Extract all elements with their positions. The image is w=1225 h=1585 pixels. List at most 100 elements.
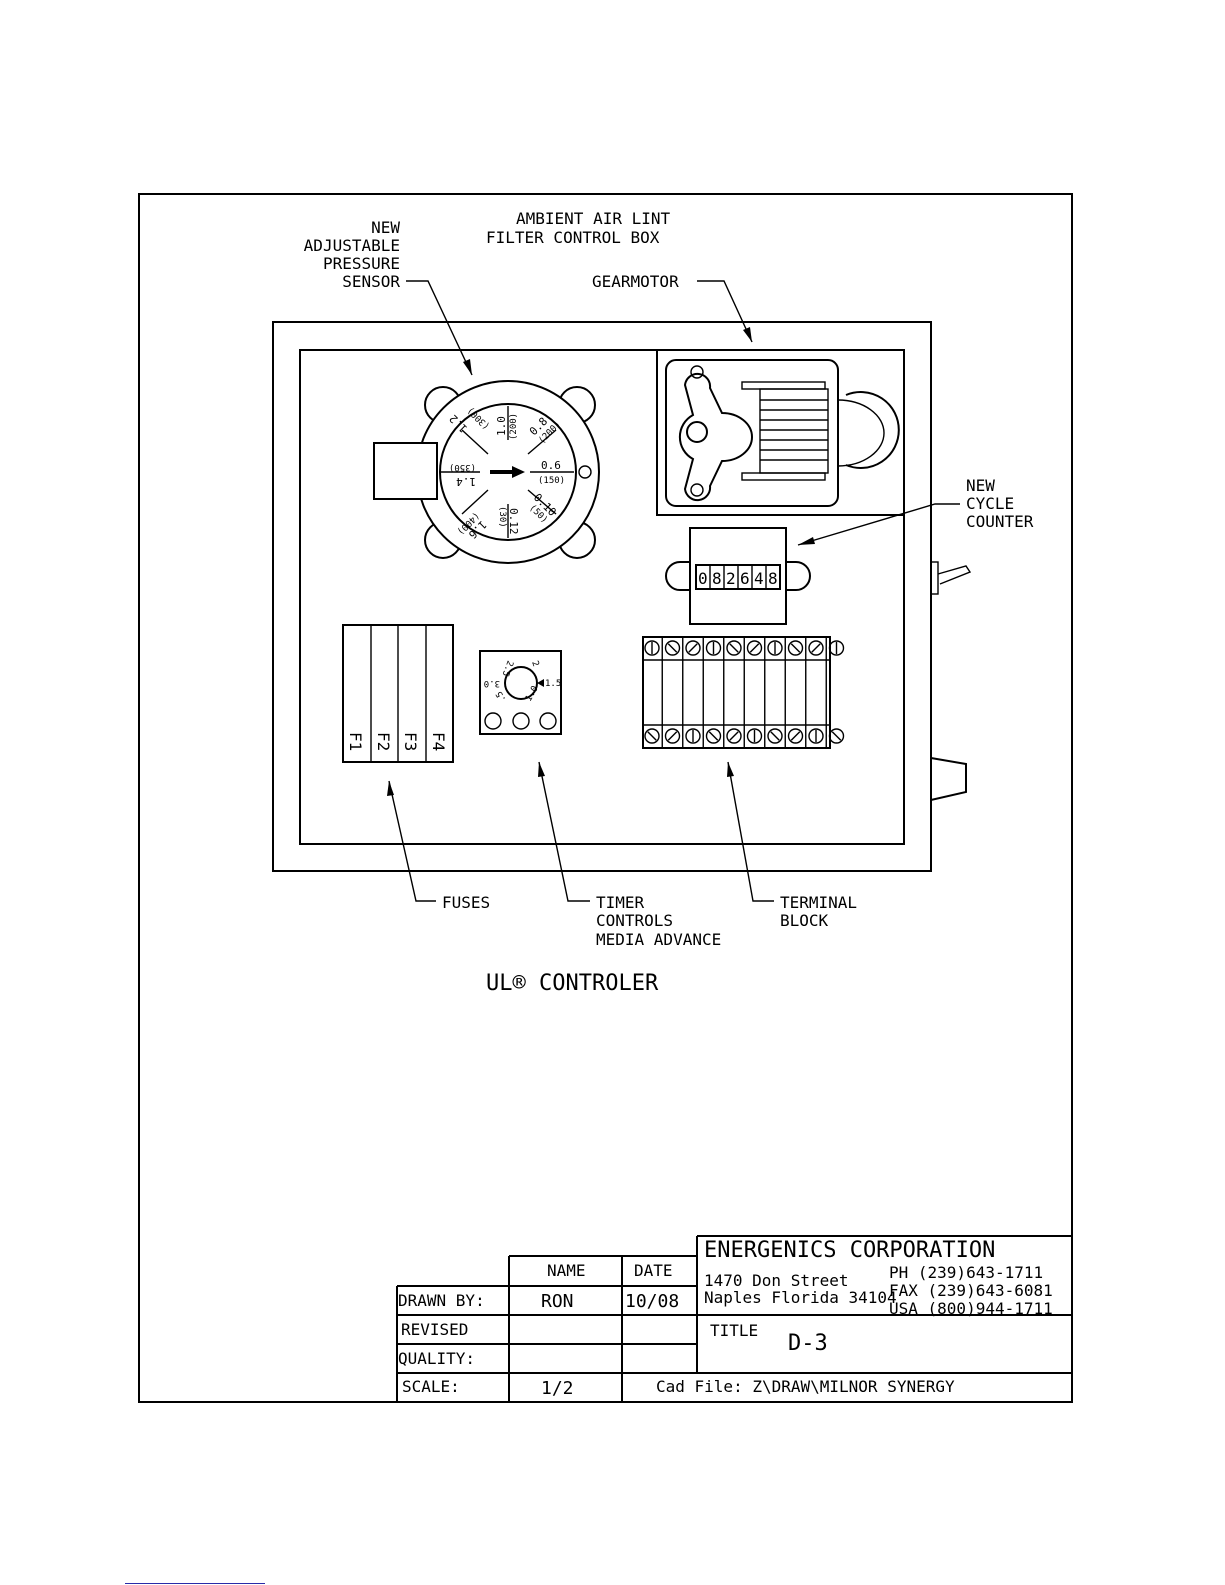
callout-fuses: FUSES <box>442 893 490 912</box>
callout-counter-line-2: CYCLE <box>966 494 1014 513</box>
leader-fuses <box>388 780 436 902</box>
callout-timer-line-1: TIMER <box>596 893 645 912</box>
terminal-screw <box>685 640 701 656</box>
control-box-panel <box>299 349 905 845</box>
address-line-1: 1470 Don Street <box>704 1271 849 1290</box>
terminal-screw <box>808 640 824 656</box>
timer-mark: .5 <box>495 689 509 703</box>
timer-mark: 2.5 <box>500 659 515 678</box>
fuse-label: F2 <box>374 732 393 751</box>
arrowhead-terminal <box>727 762 734 777</box>
counter-digit: 8 <box>768 569 778 588</box>
timer-mark: 1.5 <box>545 679 561 689</box>
arrowhead-sensor <box>463 359 472 375</box>
column-header-name: NAME <box>547 1261 586 1280</box>
footer-rule <box>125 1583 265 1584</box>
gauge-mark-0-6: 0.6 <box>541 459 561 472</box>
timer-mark: 2 <box>529 660 540 669</box>
timer-mark: 3.0 <box>484 678 500 688</box>
fax-number: FAX (239)643-6081 <box>889 1281 1053 1300</box>
quality-label: QUALITY: <box>398 1349 475 1368</box>
terminal-screw <box>787 640 804 656</box>
leader-gearmotor <box>697 280 753 343</box>
side-connector <box>930 756 967 802</box>
pressure-sensor-gauge <box>373 380 600 564</box>
fuse-label: F1 <box>346 732 365 751</box>
terminal-screw <box>705 728 722 744</box>
callout-counter-line-3: COUNTER <box>966 512 1034 531</box>
terminal-screw <box>787 728 804 744</box>
terminal-screw <box>767 728 783 744</box>
leader-timer <box>538 761 590 902</box>
counter-digit: 4 <box>754 569 764 588</box>
gauge-mark-1-4: 1.4 <box>456 475 476 488</box>
title-block <box>396 1235 1072 1402</box>
drawing-title-line-1: AMBIENT AIR LINT <box>516 209 670 228</box>
title-label: TITLE <box>710 1321 758 1340</box>
timer-mark: 1.0 <box>524 684 541 703</box>
control-box-outer <box>272 321 932 872</box>
terminal-block <box>642 636 845 749</box>
drawn-by-name: RON <box>541 1291 574 1312</box>
gearmotor <box>656 349 905 516</box>
terminal-screw <box>746 640 763 656</box>
drawn-by-label: DRAWN BY: <box>398 1291 485 1310</box>
counter-digit: 6 <box>740 569 750 588</box>
gauge-mark-0-12: 0.12 <box>507 508 520 535</box>
callout-sensor-line-1: NEW <box>371 218 400 237</box>
terminal-screw <box>746 728 763 744</box>
address-line-2: Naples Florida 34104 <box>704 1288 897 1307</box>
arrowhead-fuses <box>387 781 394 796</box>
usa-number: USA (800)944-1711 <box>889 1299 1053 1318</box>
callout-sensor-line-3: PRESSURE <box>323 254 400 273</box>
terminal-screw <box>828 728 845 744</box>
terminal-screw <box>828 640 845 656</box>
counter-digit: 2 <box>726 569 736 588</box>
leader-counter <box>797 503 960 546</box>
gauge-alt-0-12: (30) <box>497 506 507 528</box>
gauge-alt-1-0: (200) <box>509 413 519 440</box>
arrowhead-counter <box>798 537 815 545</box>
terminal-screw <box>705 640 722 656</box>
leader-terminal <box>727 761 774 902</box>
terminal-screw <box>808 728 824 744</box>
callout-timer-line-3: MEDIA ADVANCE <box>596 930 721 949</box>
counter-digit: 8 <box>712 569 722 588</box>
callout-sensor-line-2: ADJUSTABLE <box>304 236 400 255</box>
drawing-number: D-3 <box>788 1331 828 1356</box>
terminal-screw <box>726 640 742 656</box>
arrowhead-timer <box>538 762 545 777</box>
cad-file-path: Cad File: Z\DRAW\MILNOR SYNERGY <box>656 1377 955 1396</box>
timer-module <box>479 650 562 735</box>
callout-timer-line-2: CONTROLS <box>596 911 673 930</box>
scale-value: 1/2 <box>541 1378 574 1399</box>
gauge-alt-0-6: (150) <box>538 476 565 486</box>
terminal-screw <box>644 640 660 656</box>
callout-terminal-line-2: BLOCK <box>780 911 829 930</box>
scale-label: SCALE: <box>402 1377 460 1396</box>
cycle-counter <box>665 527 811 625</box>
callout-sensor-line-4: SENSOR <box>342 272 400 291</box>
revised-label: REVISED <box>401 1320 468 1339</box>
sheet-border <box>138 193 1073 1403</box>
arrowhead-gearmotor <box>743 327 752 342</box>
drawn-by-date: 10/08 <box>625 1291 679 1312</box>
fuse-block <box>342 624 454 763</box>
terminal-screw <box>726 728 742 744</box>
fuse-label: F4 <box>429 732 448 751</box>
drawing-title-line-2: FILTER CONTROL BOX <box>486 228 660 247</box>
toggle-switch <box>930 561 972 595</box>
counter-digit: 0 <box>698 569 708 588</box>
terminal-screw <box>664 728 681 744</box>
gauge-mark-1-0: 1.0 <box>495 416 508 436</box>
callout-counter-line-1: NEW <box>966 476 995 495</box>
terminal-screw <box>767 640 783 656</box>
terminal-screw <box>644 728 660 744</box>
fuse-label: F3 <box>401 732 420 751</box>
callout-gearmotor: GEARMOTOR <box>592 272 679 291</box>
terminal-screw <box>664 640 681 656</box>
column-header-date: DATE <box>634 1261 673 1280</box>
phone-number: PH (239)643-1711 <box>889 1263 1043 1282</box>
company-name: ENERGENICS CORPORATION <box>704 1238 995 1263</box>
